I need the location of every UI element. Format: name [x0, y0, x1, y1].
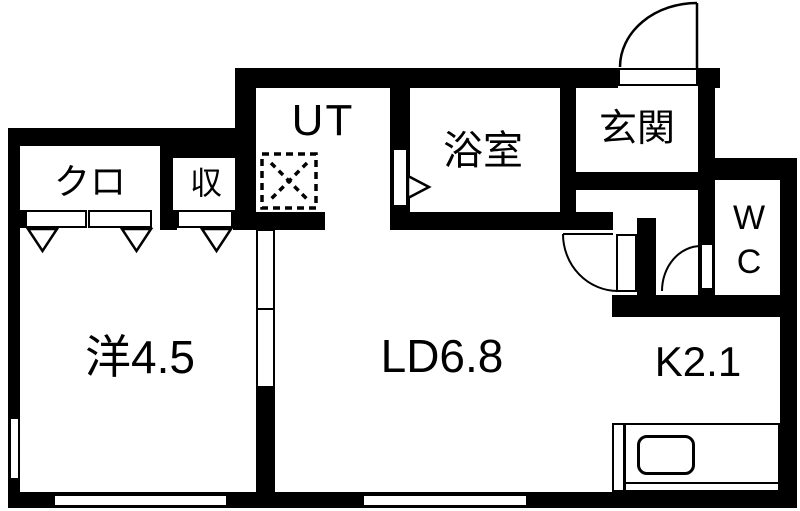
room-label-kitchen: K2.1: [654, 337, 742, 385]
wall: [390, 212, 613, 230]
wall: [160, 146, 173, 210]
sliding-door-panel: [256, 308, 275, 388]
window: [362, 494, 528, 507]
closet-door-fold-marker: [25, 227, 60, 254]
wc-label-c: C: [736, 243, 762, 281]
bathroom-door-leaf: [392, 148, 408, 207]
room-label-storage: 収: [189, 165, 223, 202]
room-label-utility: UT: [291, 95, 355, 145]
room-label-wc: W C: [733, 196, 765, 284]
living-door-leaf: [616, 234, 637, 292]
closet-door-panel: [25, 210, 87, 228]
window: [53, 494, 228, 507]
wc-label-w: W: [732, 198, 766, 237]
closet-door-panel: [88, 210, 152, 228]
room-label-western-room: 洋4.5: [85, 330, 195, 383]
room-label-entrance: 玄関: [598, 108, 676, 151]
window: [9, 417, 20, 480]
storage-door-fold-marker: [199, 227, 234, 254]
wall: [8, 128, 20, 508]
closet-door-fold-marker: [119, 227, 154, 254]
room-label-closet: クロ: [53, 161, 127, 203]
wall: [160, 210, 177, 230]
sliding-door-panel: [256, 229, 275, 310]
wc-door-leaf: [700, 243, 714, 290]
wall: [235, 212, 325, 230]
room-label-living-dining: LD6.8: [380, 329, 504, 382]
living-door-swing-arc: [562, 233, 619, 292]
wall: [173, 146, 240, 158]
kitchen-sink: [637, 435, 695, 475]
kitchen-counter-edge: [624, 482, 780, 492]
storage-door-panel: [177, 210, 233, 228]
wall: [715, 158, 797, 180]
wall: [235, 68, 618, 88]
wall: [20, 210, 25, 228]
washing-machine-icon: [260, 152, 318, 210]
wall: [256, 388, 275, 492]
bathroom-door-fold-marker: [406, 173, 432, 201]
wall: [637, 218, 656, 297]
wall: [612, 295, 797, 317]
wall: [780, 158, 797, 508]
wall: [698, 68, 720, 88]
entrance-threshold: [618, 68, 698, 86]
wc-door-swing-arc: [661, 245, 702, 292]
wall: [235, 88, 256, 212]
wall: [560, 88, 576, 230]
wall: [576, 172, 700, 190]
wall: [8, 128, 240, 146]
entrance-door-swing-arc: [618, 1, 698, 68]
room-label-bathroom: 浴室: [443, 129, 523, 173]
